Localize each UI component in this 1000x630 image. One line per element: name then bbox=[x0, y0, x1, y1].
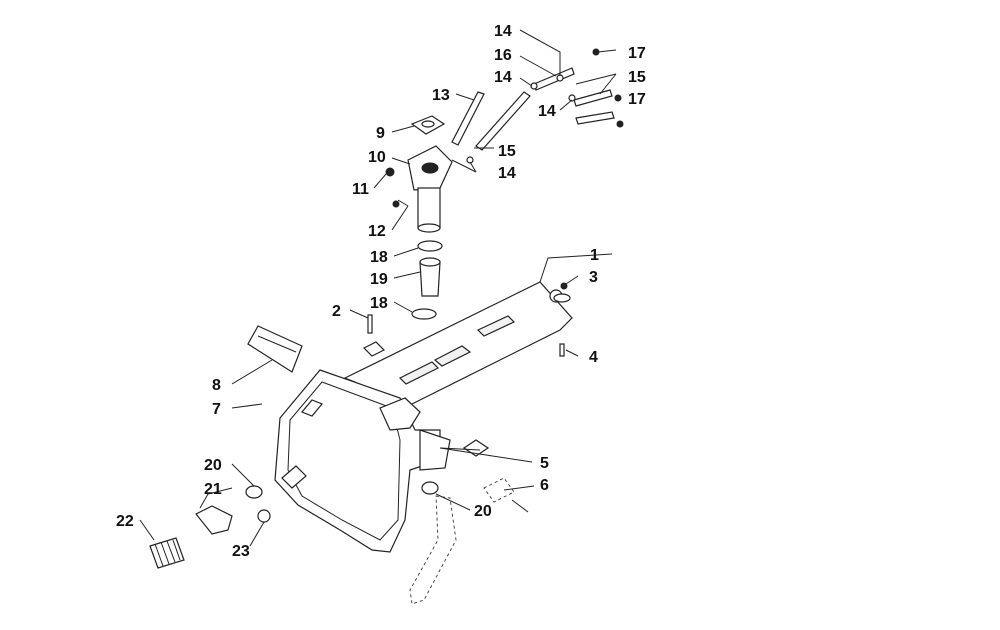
callout-15-top: 15 bbox=[628, 69, 646, 86]
part-20-clamp-left bbox=[245, 485, 263, 499]
lower-hose-dashed bbox=[409, 495, 457, 605]
part-10-filler-neck bbox=[407, 145, 453, 233]
callout-12: 12 bbox=[368, 223, 386, 240]
outlet-fitting bbox=[379, 397, 451, 471]
callout-6: 6 bbox=[540, 477, 549, 494]
part-18-clamp-upper bbox=[417, 240, 443, 252]
part-3-grommet bbox=[553, 282, 571, 303]
callout-17-top: 17 bbox=[628, 45, 646, 62]
part-18-clamp-lower bbox=[411, 308, 437, 320]
callout-20-right: 20 bbox=[474, 503, 492, 520]
callout-14-left: 14 bbox=[498, 165, 516, 182]
callout-5: 5 bbox=[540, 455, 549, 472]
breather-line bbox=[466, 48, 624, 164]
callout-4: 4 bbox=[589, 349, 598, 366]
callout-14-top: 14 bbox=[494, 23, 512, 40]
callout-3: 3 bbox=[589, 269, 598, 286]
callout-9: 9 bbox=[376, 125, 385, 142]
part-22-bellows bbox=[149, 537, 185, 569]
part-20-clamp-right bbox=[421, 481, 439, 495]
part-8-shield bbox=[247, 325, 303, 373]
part-9-gasket bbox=[410, 115, 446, 135]
part-23-clamp bbox=[257, 509, 271, 523]
callout-11: 11 bbox=[352, 181, 369, 198]
callout-21: 21 bbox=[204, 481, 222, 498]
callout-20-left: 20 bbox=[204, 457, 222, 474]
callout-8: 8 bbox=[212, 377, 221, 394]
part-13-rod bbox=[451, 91, 485, 146]
part-12-screw bbox=[392, 199, 409, 208]
callout-23: 23 bbox=[232, 543, 250, 560]
callout-17-bottom: 17 bbox=[628, 91, 646, 108]
callout-18-upper: 18 bbox=[370, 249, 388, 266]
part-19-hose bbox=[419, 257, 441, 297]
part-21-elbow bbox=[195, 505, 233, 535]
callout-10: 10 bbox=[368, 149, 386, 166]
part-4-bolt bbox=[559, 343, 565, 357]
part-1-cover-plate bbox=[343, 281, 573, 406]
callout-18-lower: 18 bbox=[370, 295, 388, 312]
callout-19: 19 bbox=[370, 271, 388, 288]
leader-lines bbox=[139, 29, 621, 547]
housing-spout bbox=[281, 465, 307, 489]
callout-13: 13 bbox=[432, 87, 450, 104]
callout-22: 22 bbox=[116, 513, 134, 530]
callout-1: 1 bbox=[590, 247, 599, 264]
part-6-sensor bbox=[483, 477, 529, 513]
part-11-screw bbox=[385, 167, 395, 177]
callout-14-mid: 14 bbox=[494, 69, 512, 86]
callout-labels: 1 2 3 4 5 6 7 8 9 10 11 12 13 14 14 14 1… bbox=[116, 23, 646, 560]
part-2-bolt bbox=[362, 314, 386, 357]
callout-16: 16 bbox=[494, 47, 512, 64]
callout-2: 2 bbox=[332, 303, 341, 320]
callout-7: 7 bbox=[212, 401, 221, 418]
callout-14-lower: 14 bbox=[538, 103, 556, 120]
callout-15-left: 15 bbox=[498, 143, 516, 160]
